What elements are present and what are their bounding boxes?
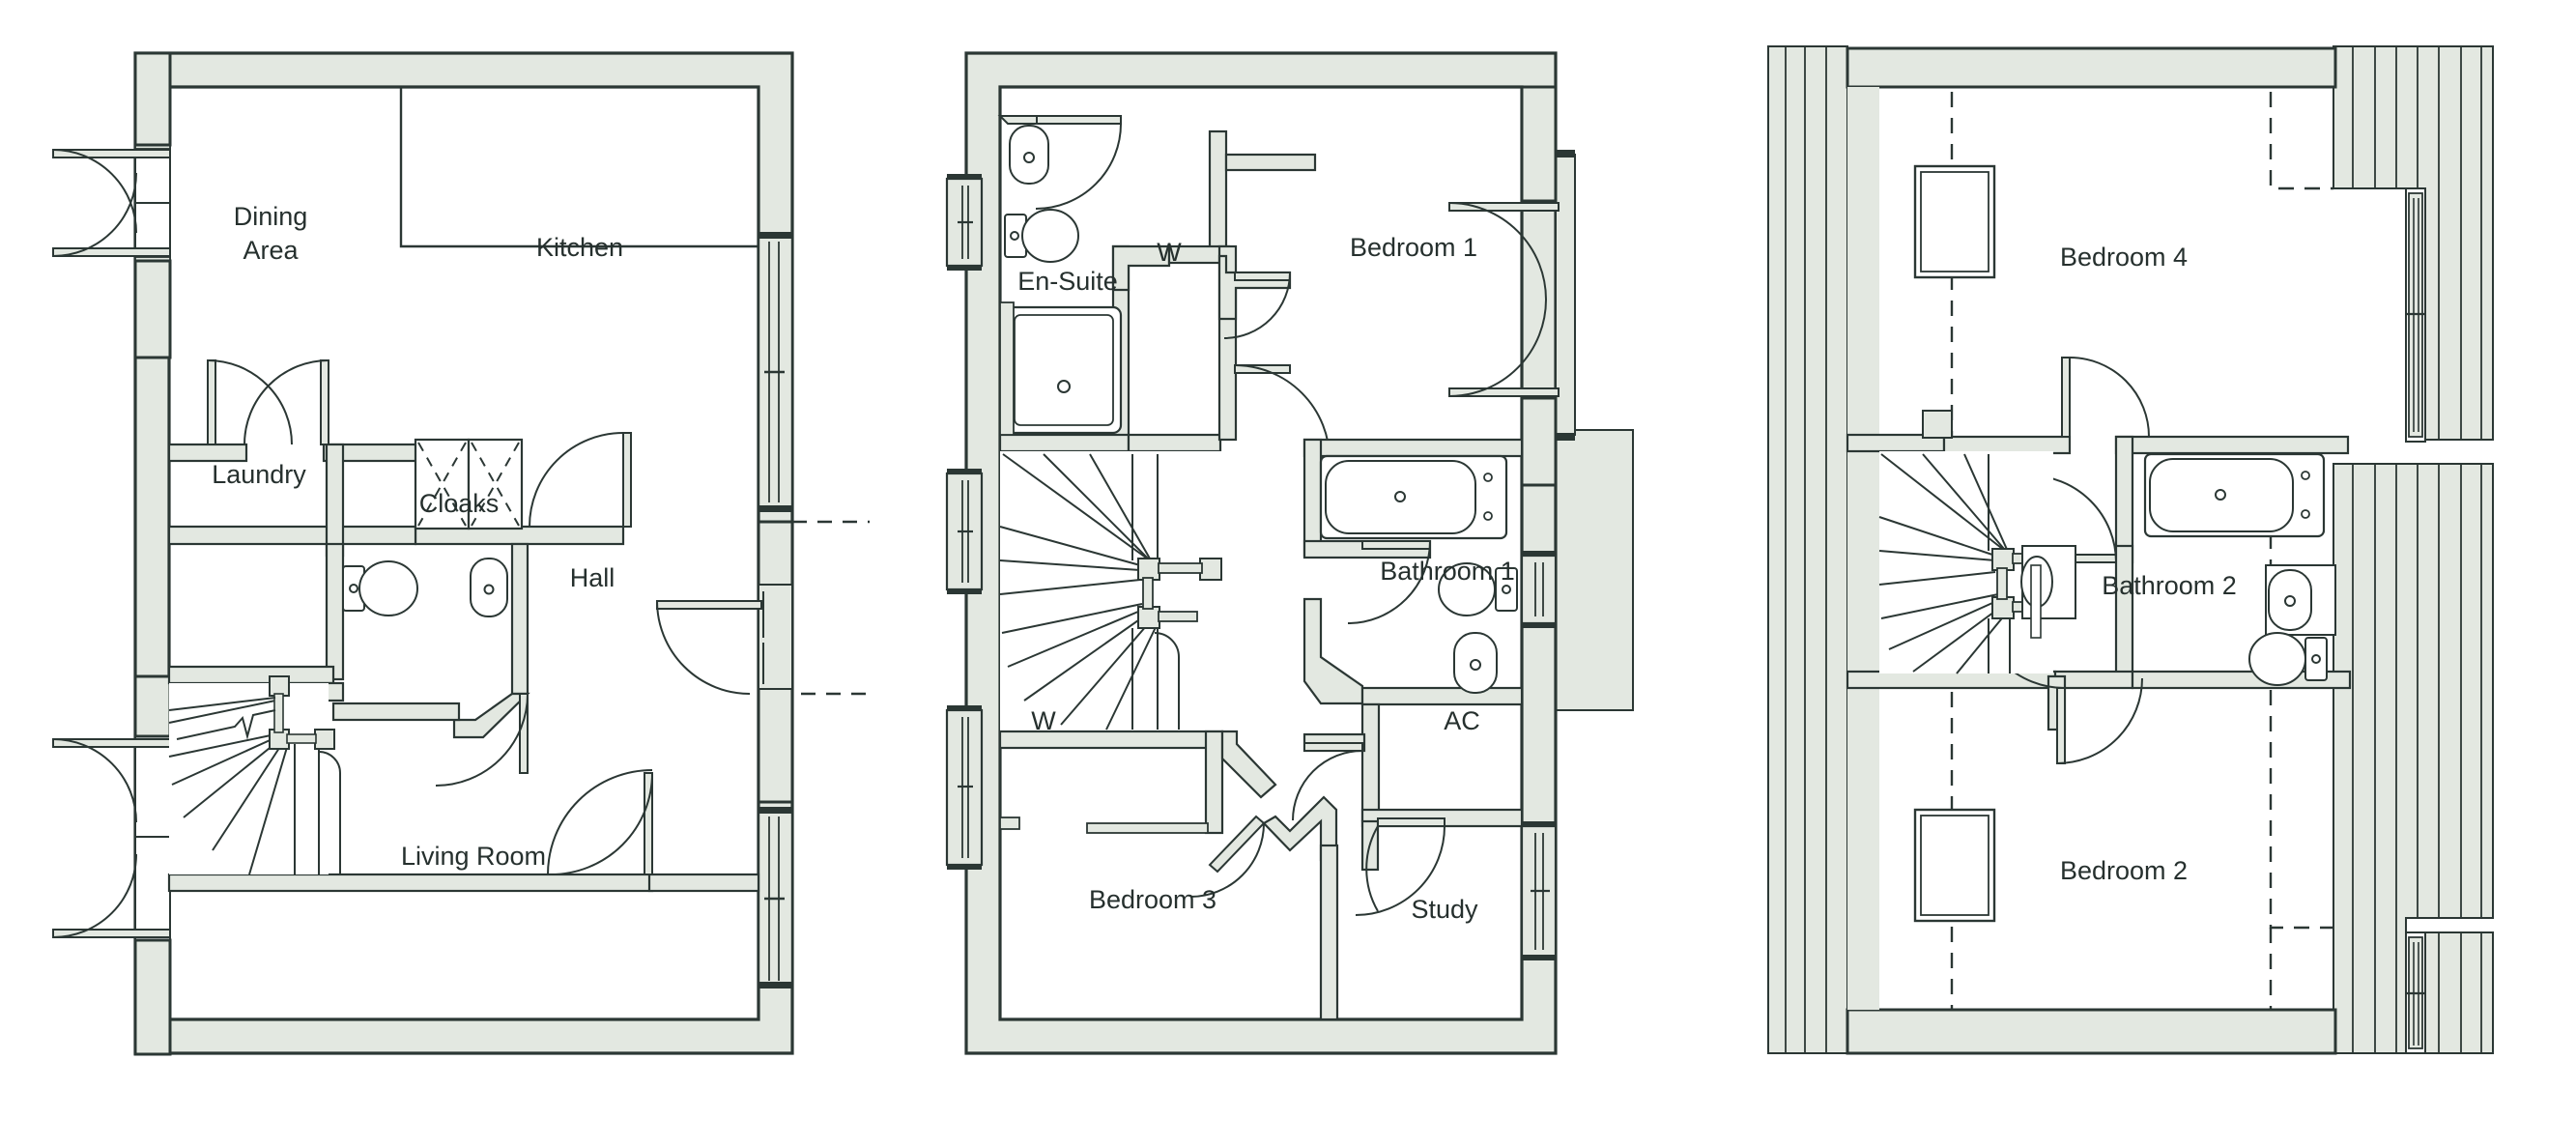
room-label-wardrobe-bottom: W [1031, 706, 1056, 735]
kitchen-cupboards [414, 438, 524, 530]
room-label-bathroom2: Bathroom 2 [2102, 571, 2237, 600]
bathroom2-basin [2265, 564, 2336, 636]
living-room-french-doors[interactable] [52, 674, 172, 1056]
left-windows[interactable] [945, 174, 984, 870]
bedroom3-door[interactable] [1189, 815, 1266, 898]
ground-floor-interior-walls [167, 443, 760, 893]
second-floor-plan: Bedroom 4 Bathroom 2 Bedroom 2 [1730, 0, 2576, 1146]
dining-french-doors[interactable] [52, 142, 171, 264]
ground-floor-plan: Dining Area Kitchen Laundry Cloaks Hall … [0, 0, 870, 1146]
front-door[interactable] [656, 520, 794, 804]
wardrobe-upper-walls [1167, 129, 1317, 442]
kitchen-recess-line [399, 87, 758, 248]
porch-canopy-outline [792, 520, 870, 696]
roof-slope-left [1767, 45, 1848, 1054]
wc-fixture [342, 560, 418, 616]
room-label-ac: AC [1444, 706, 1480, 735]
room-label-wardrobe-top: W [1157, 238, 1182, 267]
room-label-study: Study [1411, 895, 1478, 924]
living-room-door[interactable] [547, 769, 653, 875]
ac-cupboard-door[interactable] [1292, 742, 1363, 821]
room-label-hall: Hall [570, 563, 615, 592]
dormer-window-bedroom2[interactable] [2405, 931, 2426, 1054]
basin-fixture [470, 558, 508, 617]
kitchen-hall-door[interactable] [529, 432, 632, 528]
room-label-cloaks: Cloaks [419, 489, 500, 518]
en-suite-door[interactable] [1035, 115, 1122, 210]
en-suite-wc [1004, 209, 1079, 263]
room-label-dining: Dining [234, 202, 308, 231]
bathroom1-wc [1438, 562, 1518, 616]
bedroom1-right-opening[interactable] [1448, 85, 1576, 487]
landing-walls [1220, 730, 1380, 1021]
bath2-fixture [2143, 452, 2326, 538]
first-floor-plan: En-Suite W Bedroom 1 Bathroom 1 AC W Bed… [850, 0, 1720, 1146]
room-label-living-room: Living Room [401, 842, 546, 871]
cloaks-door[interactable] [435, 693, 529, 787]
bedroom4-door[interactable] [2061, 357, 2150, 438]
living-room-window[interactable] [757, 807, 794, 988]
shower-tray [999, 301, 1123, 436]
dining-door-jambs [133, 51, 172, 359]
laundry-doors[interactable] [207, 359, 329, 445]
rooflight-bedroom2 [1913, 808, 1996, 923]
room-label-bathroom1: Bathroom 1 [1380, 557, 1515, 586]
study-door[interactable] [1355, 817, 1445, 916]
room-label-kitchen: Kitchen [536, 233, 623, 262]
room-label-bedroom2: Bedroom 2 [2060, 856, 2188, 885]
room-label-dining-2: Area [243, 236, 299, 265]
stairs-winder [168, 675, 341, 875]
room-label-bedroom3: Bedroom 3 [1089, 885, 1216, 914]
room-label-en-suite: En-Suite [1017, 267, 1118, 296]
bath-fixture [1319, 454, 1508, 540]
room-label-bedroom4: Bedroom 4 [2060, 243, 2188, 272]
rooflight-bedroom4 [1913, 164, 1996, 279]
room-label-bedroom1: Bedroom 1 [1350, 233, 1477, 262]
roof-slope-right-middle [2333, 463, 2494, 1054]
stairs-winder [999, 451, 1227, 731]
room-label-laundry: Laundry [212, 460, 306, 489]
bathroom1-door[interactable] [1347, 540, 1431, 624]
bathroom1-basin [1453, 632, 1498, 694]
wardrobe-lower [998, 730, 1224, 835]
bathroom2-wc [2248, 632, 2328, 686]
stairs-winder [1878, 451, 2076, 674]
bathroom1-window[interactable] [1520, 551, 1558, 628]
wardrobe-door-upper[interactable] [1223, 272, 1291, 339]
study-window[interactable] [1520, 821, 1558, 960]
second-floor-walls [1846, 46, 2337, 1055]
en-suite-basin [1009, 125, 1049, 185]
kitchen-window[interactable] [757, 232, 794, 512]
dormer-window-bedroom4[interactable] [2405, 187, 2426, 443]
